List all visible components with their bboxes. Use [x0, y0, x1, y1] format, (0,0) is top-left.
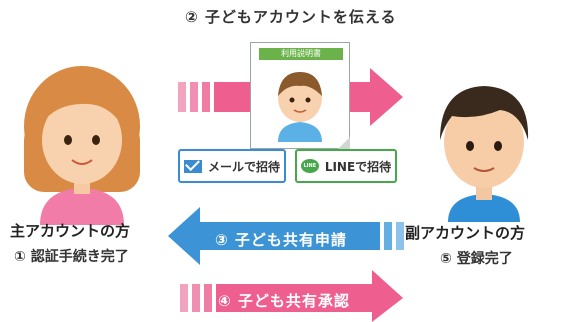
sub-account-person — [440, 86, 529, 222]
document-child — [278, 72, 350, 149]
mail-icon — [183, 159, 202, 173]
document-band-label: 利用説明書 — [259, 48, 343, 60]
sub-account-label: 副アカウントの方 — [405, 224, 526, 242]
mail-invite-label: メールで招待 — [207, 159, 280, 174]
line-icon: LINE — [300, 159, 319, 173]
request-step-label: ③ 子ども共有申請 — [215, 231, 347, 249]
sub-account-step: ⑤ 登録完了 — [440, 251, 513, 267]
step-send-title: ② 子どもアカウントを伝える — [185, 8, 397, 26]
request-arrow — [168, 207, 404, 265]
line-invite-badge: LINE LINEで招待 — [295, 149, 397, 183]
approve-step-label: ④ 子ども共有承認 — [218, 292, 350, 310]
approve-arrow — [180, 270, 403, 322]
mail-invite-badge: メールで招待 — [178, 149, 286, 183]
main-account-person — [24, 66, 140, 225]
main-account-label: 主アカウントの方 — [10, 222, 131, 240]
main-account-step: ① 認証手続き完了 — [14, 249, 129, 265]
line-invite-label: LINEで招待 — [324, 159, 392, 174]
